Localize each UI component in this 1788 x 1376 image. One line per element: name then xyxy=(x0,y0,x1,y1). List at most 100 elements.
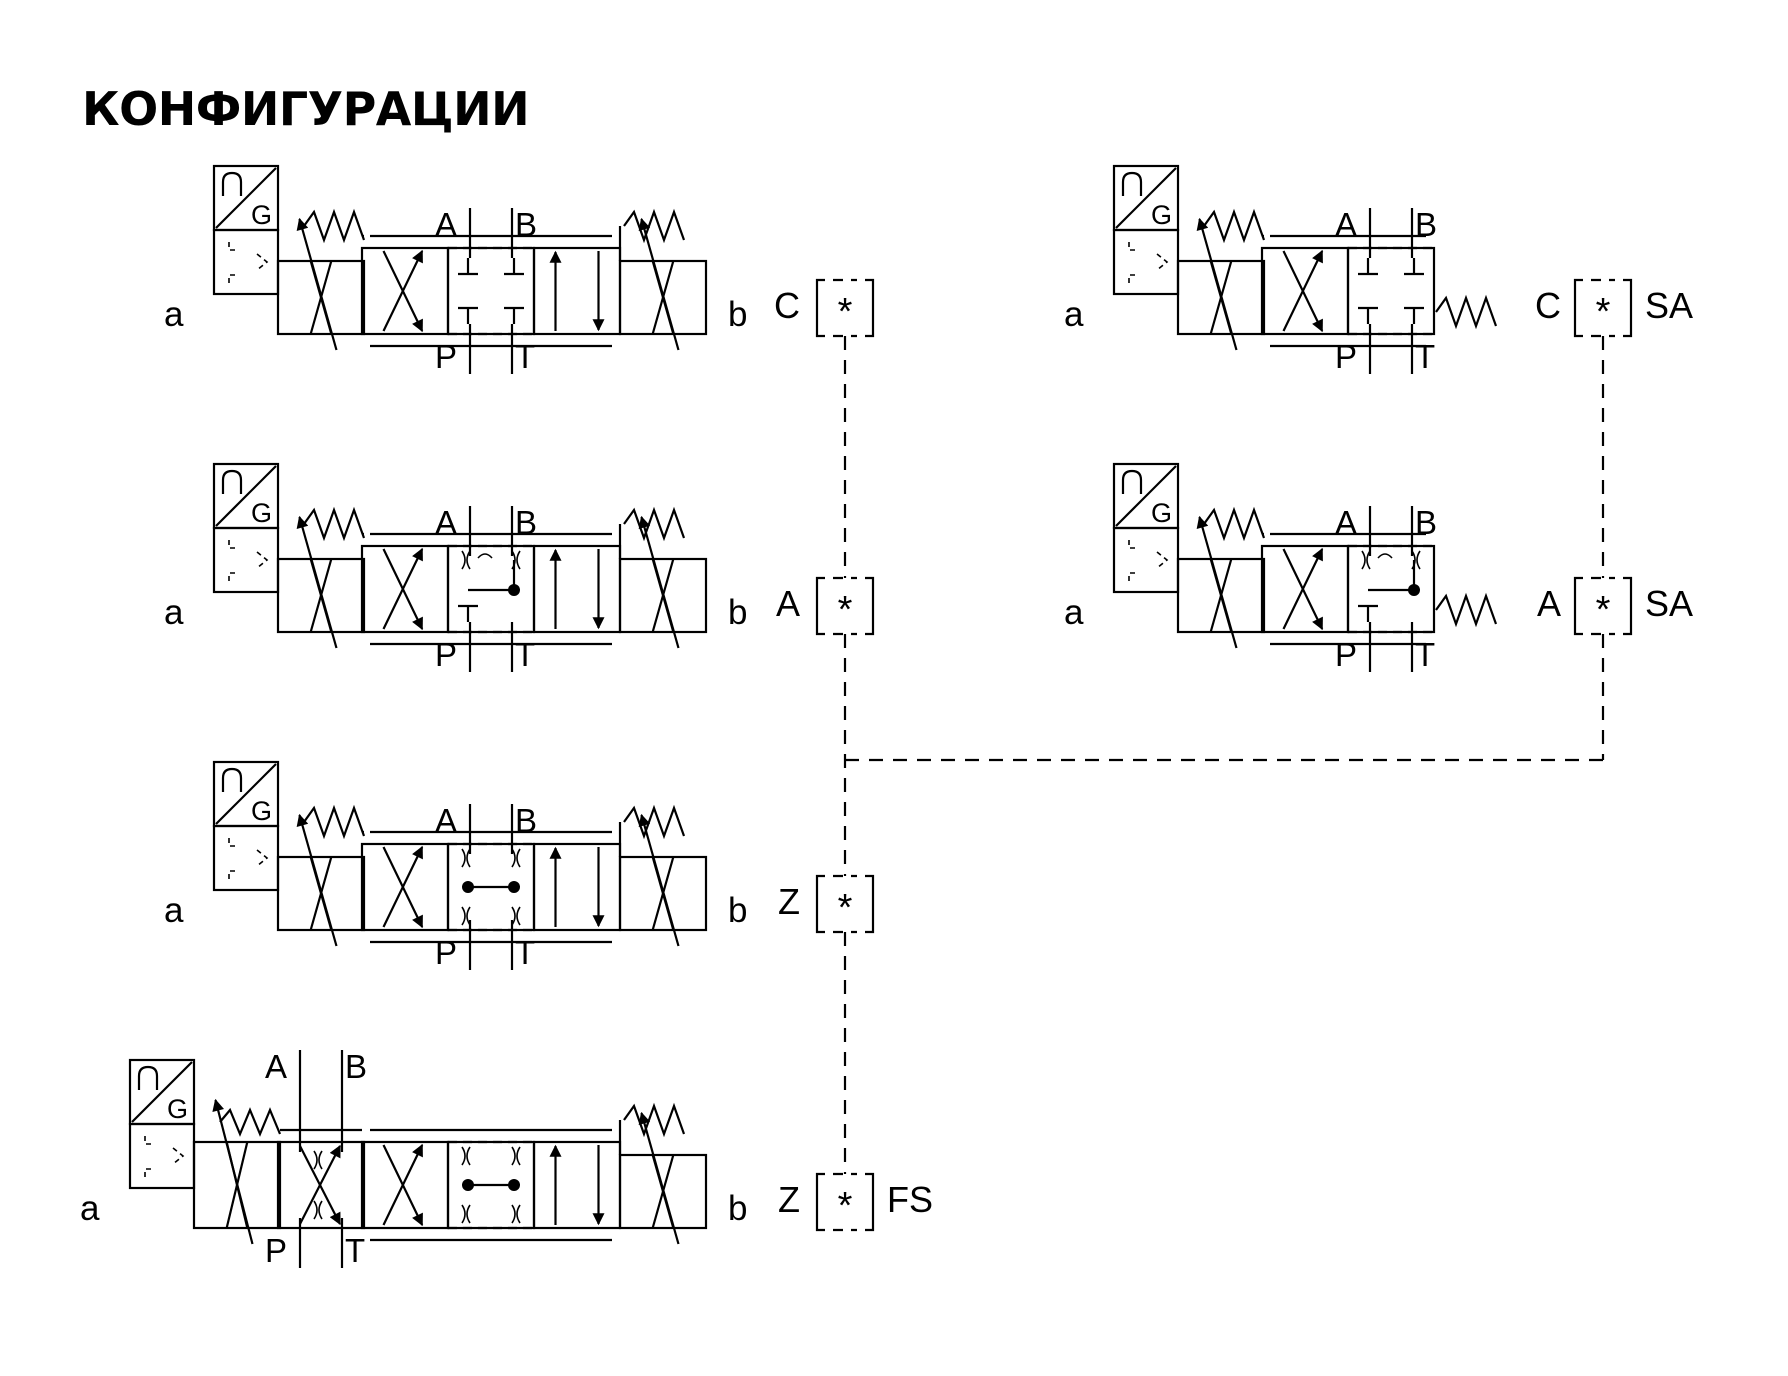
amplifier-symbol xyxy=(256,849,269,867)
code-box-bracket xyxy=(865,576,875,636)
port-label-a: A xyxy=(265,1048,287,1085)
side-label-b: b xyxy=(728,891,747,930)
amplifier-symbol xyxy=(144,1136,152,1145)
orifice xyxy=(313,1150,318,1170)
orifice xyxy=(461,1146,466,1166)
config-code-label: C xyxy=(774,285,800,326)
code-box-bracket xyxy=(865,874,875,934)
flow-arrow xyxy=(1282,249,1324,332)
port-label-b: B xyxy=(1415,504,1437,541)
orifice xyxy=(466,1146,471,1166)
config-suffix-label: SA xyxy=(1645,285,1693,326)
omega-symbol xyxy=(1121,469,1143,494)
code-box-bracket xyxy=(815,874,825,934)
config-code-label: A xyxy=(1537,583,1561,624)
junction-dot xyxy=(508,584,520,596)
spool-cell-cross xyxy=(1260,544,1350,634)
proportional-solenoid xyxy=(618,557,708,634)
code-box-bracket xyxy=(815,1172,825,1232)
driver-box-lower xyxy=(1112,228,1180,296)
proportional-solenoid xyxy=(1176,259,1266,336)
port-label-p: P xyxy=(435,338,457,375)
code-box-bracket xyxy=(1623,278,1633,338)
flow-arrow xyxy=(382,547,424,630)
flow-arrow xyxy=(1282,547,1324,630)
orifice xyxy=(461,1204,466,1224)
amplifier-symbol xyxy=(1128,242,1136,251)
variable-arrow xyxy=(638,515,680,649)
code-box-bracket xyxy=(1573,576,1583,636)
code-box-bracket xyxy=(815,576,825,636)
side-label-b: b xyxy=(728,295,747,334)
spool-cell-cross xyxy=(360,842,450,932)
orifice-b xyxy=(1416,550,1421,570)
spool-cell-parallel xyxy=(532,246,622,336)
junction-dot xyxy=(462,881,474,893)
proportional-solenoid xyxy=(1176,557,1266,634)
spool-cell-cross xyxy=(360,544,450,634)
proportional-solenoid xyxy=(618,259,708,336)
port-label-p: P xyxy=(265,1232,287,1269)
driver-box-lower xyxy=(212,526,280,594)
orifice xyxy=(461,848,466,868)
driver-box-lower xyxy=(1112,526,1180,594)
config-suffix-label: FS xyxy=(887,1179,933,1220)
code-box-bracket xyxy=(1623,576,1633,636)
orifice-link xyxy=(1377,553,1393,559)
driver-label-g: G xyxy=(1151,200,1172,230)
spring-left xyxy=(219,1107,282,1137)
port-label-b: B xyxy=(515,802,537,839)
spool-cell-center-c xyxy=(1346,246,1436,336)
driver-diagonal xyxy=(215,465,277,527)
config-connector xyxy=(843,336,1605,1174)
spring-right xyxy=(623,208,686,244)
port-label-p: P xyxy=(1335,338,1357,375)
spool-cell-cross xyxy=(1260,246,1350,336)
junction-dot xyxy=(508,1179,520,1191)
driver-box-lower xyxy=(128,1122,196,1190)
proportional-solenoid xyxy=(618,1153,708,1230)
spool-cell-fs xyxy=(276,1140,366,1230)
orifice xyxy=(516,906,521,926)
orifice xyxy=(313,1200,318,1220)
driver-label-g: G xyxy=(167,1094,188,1124)
side-label-a: a xyxy=(1064,593,1084,632)
proportional-solenoid xyxy=(276,855,366,932)
proportional-solenoid xyxy=(276,557,366,634)
code-box-bracket xyxy=(865,1172,875,1232)
side-label-a: a xyxy=(164,891,184,930)
omega-symbol xyxy=(221,171,243,196)
orifice xyxy=(466,1204,471,1224)
port-label-p: P xyxy=(435,636,457,673)
orifice xyxy=(516,1146,521,1166)
driver-diagonal xyxy=(215,763,277,825)
amplifier-symbol xyxy=(1128,274,1136,283)
port-label-a: A xyxy=(435,206,457,243)
amplifier-symbol xyxy=(228,540,236,549)
port-label-b: B xyxy=(515,206,537,243)
spring-left xyxy=(303,506,366,542)
driver-label-g: G xyxy=(1151,498,1172,528)
page-title: КОНФИГУРАЦИИ xyxy=(82,82,530,136)
port-label-t: T xyxy=(1415,338,1435,375)
spring-left xyxy=(1203,506,1266,542)
amplifier-symbol xyxy=(1156,551,1169,569)
variable-arrow xyxy=(296,813,338,947)
driver-label-g: G xyxy=(251,796,272,826)
driver-diagonal xyxy=(215,167,277,229)
port-label-a: A xyxy=(435,504,457,541)
driver-diagonal xyxy=(1115,465,1177,527)
spool-cell-center-c xyxy=(446,246,536,336)
orifice xyxy=(516,848,521,868)
driver-label-g: G xyxy=(251,498,272,528)
spool-cell-cross xyxy=(360,246,450,336)
junction-dot xyxy=(508,881,520,893)
spool-cell-parallel xyxy=(532,1140,622,1230)
variable-arrow xyxy=(638,813,680,947)
port-label-t: T xyxy=(515,338,535,375)
spring-right xyxy=(623,804,686,840)
amplifier-symbol xyxy=(1156,253,1169,271)
